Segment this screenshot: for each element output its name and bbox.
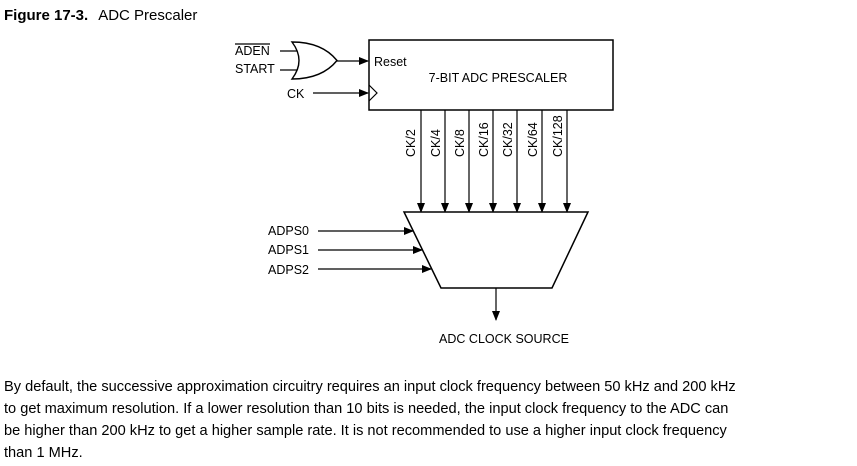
- aden-label: ADEN: [235, 44, 270, 58]
- tap-label-ck8: CK/8: [453, 129, 467, 157]
- figure-title: ADC Prescaler: [98, 7, 198, 24]
- tap-label-ck2: CK/2: [404, 129, 418, 157]
- output-label: ADC CLOCK SOURCE: [439, 332, 569, 346]
- adc-prescaler-diagram: ADEN START CK Reset 7-BIT ADC PRESCALER …: [235, 39, 614, 346]
- paragraph-line: than 1 MHz.: [4, 445, 83, 461]
- tap-label-ck4: CK/4: [429, 129, 443, 157]
- prescaler-label: 7-BIT ADC PRESCALER: [429, 71, 568, 85]
- ck-label: CK: [287, 87, 305, 101]
- adps1-label: ADPS1: [268, 243, 309, 257]
- figure-number: Figure 17-3.: [4, 7, 89, 24]
- clock-edge-symbol: [368, 84, 378, 102]
- tap-label-ck32: CK/32: [501, 122, 515, 157]
- body-paragraph: By default, the successive approximation…: [4, 376, 850, 464]
- figure-caption: Figure 17-3. ADC Prescaler: [4, 7, 197, 24]
- paragraph-line: to get maximum resolution. If a lower re…: [4, 401, 729, 417]
- start-label: START: [235, 62, 275, 76]
- adps0-label: ADPS0: [268, 224, 309, 238]
- paragraph-line: By default, the successive approximation…: [4, 379, 736, 395]
- prescaler-box: [368, 39, 614, 111]
- adps2-label: ADPS2: [268, 263, 309, 277]
- reset-label: Reset: [374, 55, 407, 69]
- or-gate: [290, 41, 338, 80]
- tap-label-ck128: CK/128: [551, 115, 565, 157]
- tap-label-ck64: CK/64: [526, 122, 540, 157]
- tap-label-ck16: CK/16: [477, 122, 491, 157]
- paragraph-line: be higher than 200 kHz to get a higher s…: [4, 423, 727, 439]
- multiplexer: [402, 211, 590, 289]
